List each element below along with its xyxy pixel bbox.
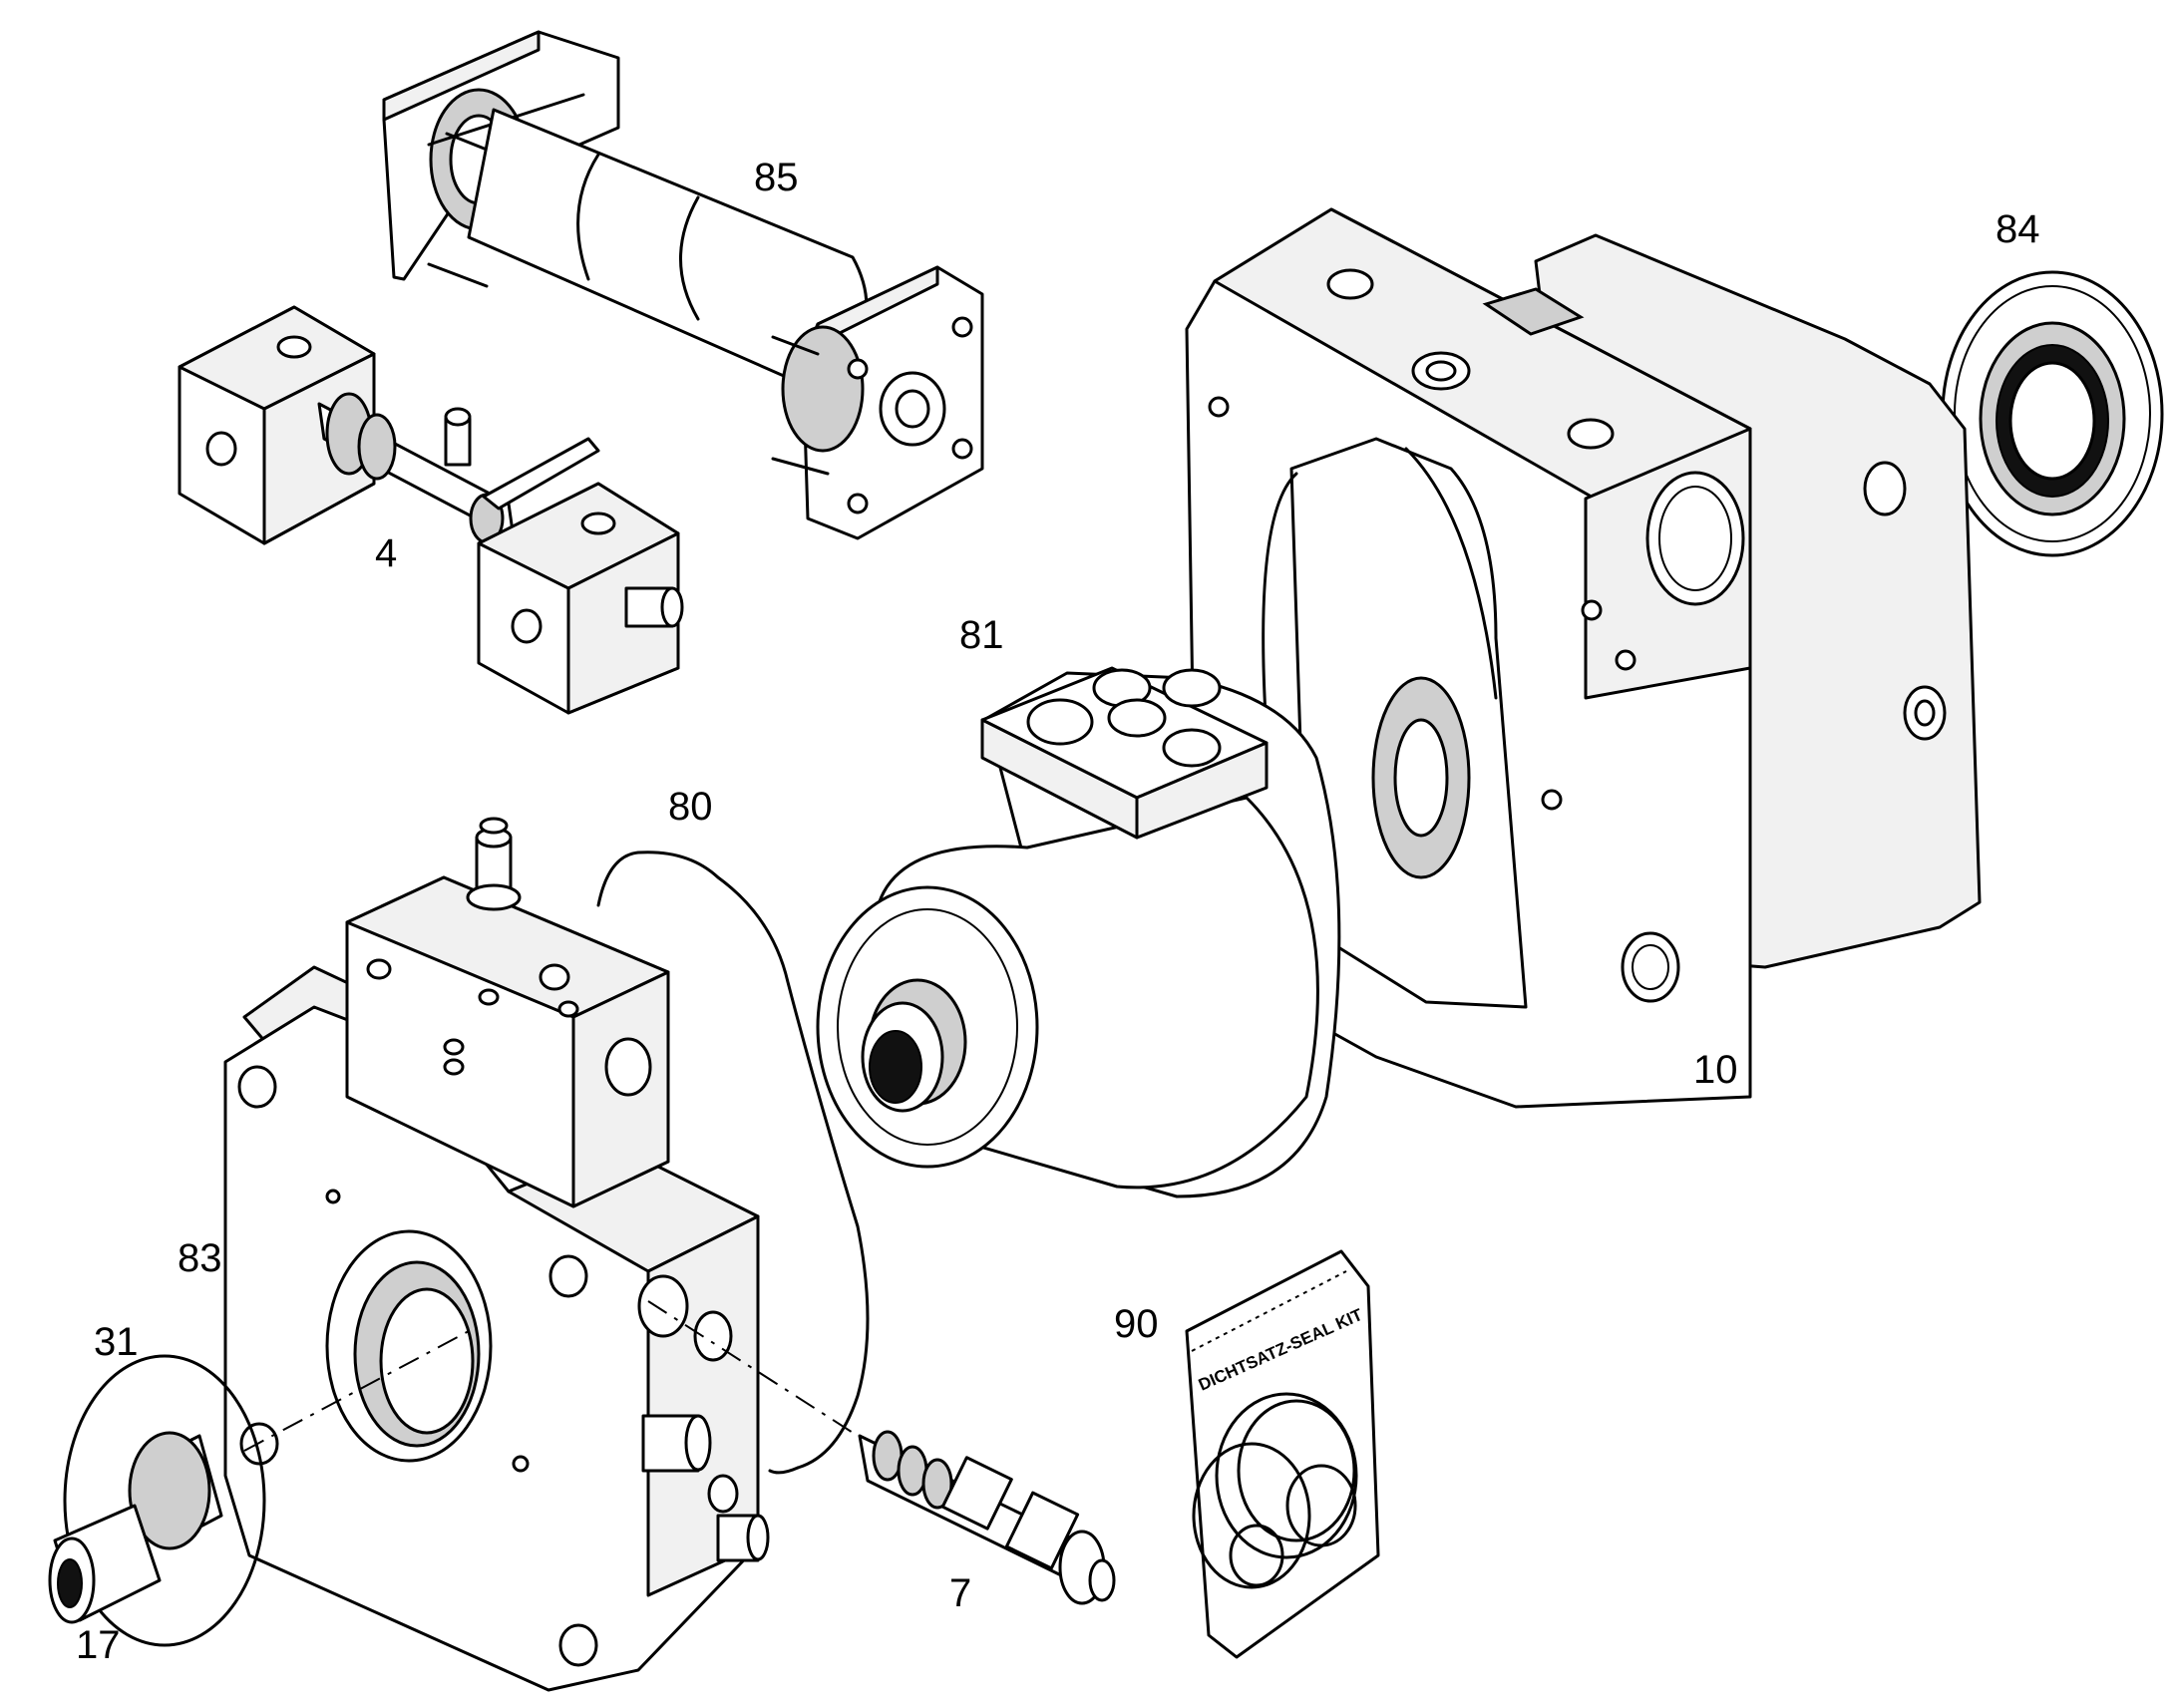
callout-4: 4 [375,531,398,575]
part-80-gasket [596,851,870,1475]
callout-7: 7 [949,1571,972,1615]
part-17-drive-shaft [48,1431,223,1624]
callout-90: 90 [1114,1302,1159,1346]
callout-31: 31 [94,1320,139,1364]
part-84-shaft-seal [1941,270,2164,557]
assembly-line-valve [647,1300,859,1437]
part-31-o-ring [63,1354,266,1647]
callout-81: 81 [959,613,1004,657]
part-83-port-plate [223,817,770,1692]
callout-83: 83 [178,1236,222,1280]
callout-84: 84 [1996,207,2040,251]
part-4-control-valve [178,305,684,715]
callout-10: 10 [1693,1048,1738,1092]
callout-80: 80 [668,785,713,829]
part-90-seal-kit: DICHTSATZ-SEAL KIT [1185,1249,1380,1659]
part-7-pressure-valve [858,1430,1116,1605]
callout-17: 17 [76,1623,121,1667]
part-85-servo-cylinder [382,30,984,540]
part-81-rotary-group [816,666,1471,1198]
callout-85: 85 [754,156,799,199]
